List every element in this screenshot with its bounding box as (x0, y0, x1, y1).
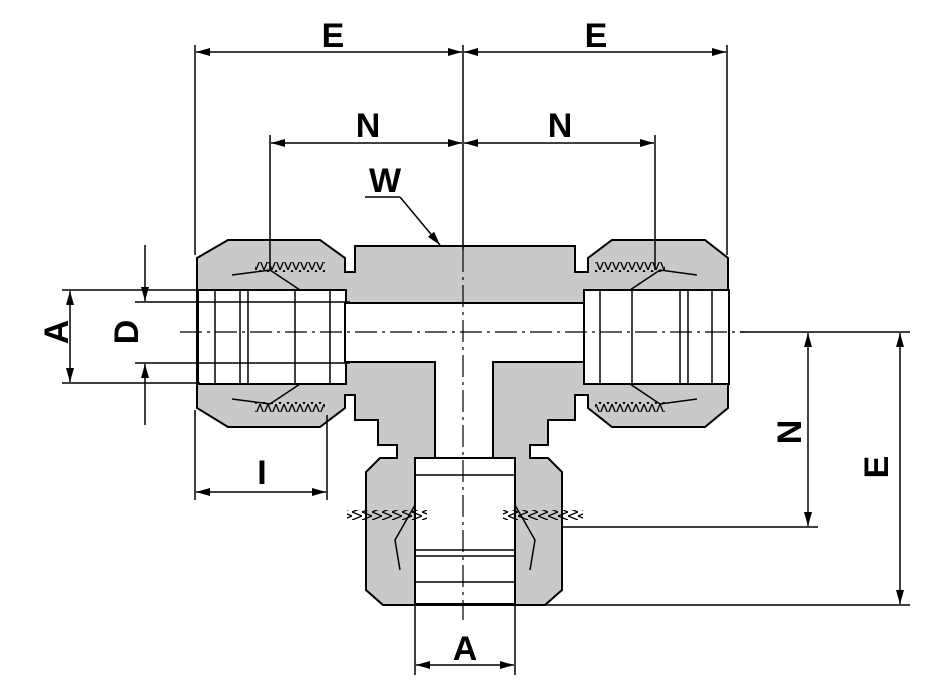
right-ferrule (595, 262, 713, 412)
bottom-ferrule (347, 474, 583, 583)
label-e-left: E (322, 17, 345, 55)
label-w: W (369, 162, 402, 200)
fitting-body (196, 239, 730, 606)
label-i: I (257, 454, 266, 492)
label-n-right: N (548, 107, 573, 145)
label-d-left: D (108, 320, 146, 345)
left-bore (197, 289, 347, 385)
bottom-bore (414, 457, 516, 605)
right-bore (583, 289, 730, 385)
label-e-right: E (585, 17, 608, 55)
left-ferrule (214, 262, 331, 412)
dimension-lines (66, 48, 904, 669)
label-a-left: A (38, 320, 76, 345)
label-e-vertical: E (858, 456, 896, 479)
label-n-vertical: N (771, 420, 809, 445)
w-leader (399, 196, 441, 246)
label-a-bottom: A (453, 630, 478, 668)
extension-lines (62, 45, 910, 675)
label-n-left: N (356, 107, 381, 145)
